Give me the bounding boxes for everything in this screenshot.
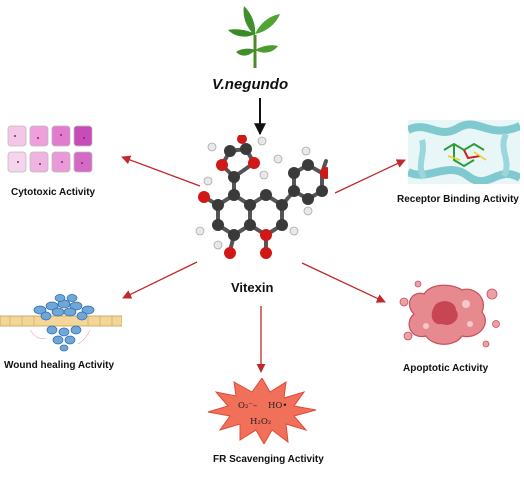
plant-icon xyxy=(228,6,280,68)
arrow-to-apoptotic xyxy=(301,262,386,303)
culture-dishes-icon xyxy=(7,125,93,173)
free-radical-burst-icon: O₂⁻– HO• H₂O₂ xyxy=(207,378,317,444)
wound-healing-activity-label: Wound healing Activity xyxy=(4,360,115,371)
receptor-docking-icon xyxy=(408,120,520,184)
wound-healing-cells-icon xyxy=(0,294,122,352)
receptor-binding-activity-label: Receptor Binding Activity xyxy=(397,194,519,205)
compound-name: Vitexin xyxy=(231,280,274,295)
fr-scavenging-activity-label: FR Scavenging Activity xyxy=(213,454,324,465)
hydrogen-peroxide-text: H₂O₂ xyxy=(250,417,271,427)
arrow-to-receptor xyxy=(334,159,406,194)
apoptotic-activity-label: Apoptotic Activity xyxy=(403,363,489,374)
superoxide-radical-text: O₂⁻– xyxy=(238,401,257,411)
arrow-to-cytotoxic xyxy=(121,155,201,187)
plant-name: V.negundo xyxy=(212,76,289,93)
apoptotic-cell-icon xyxy=(399,280,500,348)
cytotoxic-activity-label: Cytotoxic Activity xyxy=(11,187,96,198)
arrow-to-wound-healing xyxy=(122,261,198,299)
vitexin-molecule-icon xyxy=(195,135,328,259)
hydroxyl-radical-text: HO• xyxy=(268,401,287,411)
